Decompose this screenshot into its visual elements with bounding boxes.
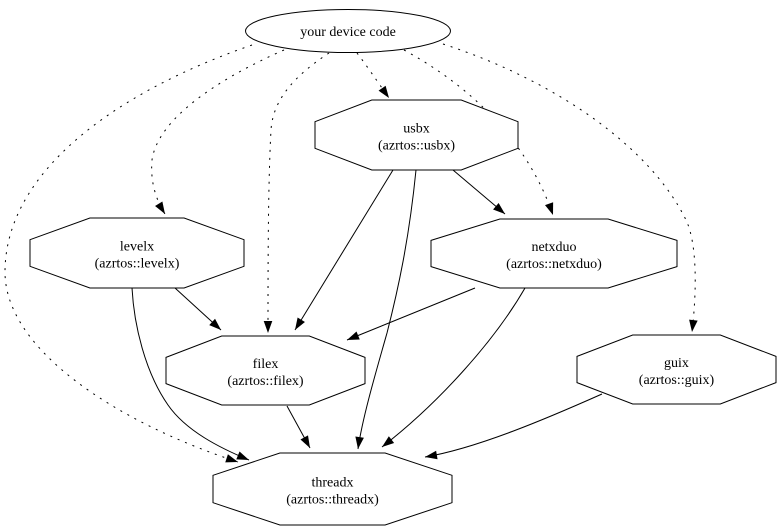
node-threadx: threadx(azrtos::threadx) xyxy=(212,452,453,526)
node-guix-octagon xyxy=(576,334,777,405)
edge-filex-threadx xyxy=(286,405,311,449)
node-levelx: levelx(azrtos::levelx) xyxy=(29,217,245,289)
node-threadx-sublabel: (azrtos::threadx) xyxy=(286,493,379,508)
node-guix-label: guix xyxy=(664,356,689,371)
edge-netxduo-threadx xyxy=(381,287,526,448)
edge-device-filex xyxy=(263,52,330,334)
node-guix-sublabel: (azrtos::guix) xyxy=(639,373,715,388)
edge-guix-threadx xyxy=(424,393,603,460)
edge-device-guix xyxy=(442,43,698,333)
edge-usbx-netxduo xyxy=(452,169,506,215)
node-filex-label: filex xyxy=(253,357,279,372)
node-filex: filex(azrtos::filex) xyxy=(165,335,366,406)
node-usbx-label: usbx xyxy=(403,122,429,137)
node-usbx: usbx(azrtos::usbx) xyxy=(314,99,519,171)
node-levelx-sublabel: (azrtos::levelx) xyxy=(95,257,180,272)
node-threadx-label: threadx xyxy=(312,476,354,491)
node-guix: guix(azrtos::guix) xyxy=(576,334,777,405)
node-netxduo-sublabel: (azrtos::netxduo) xyxy=(506,257,602,272)
edge-levelx-filex xyxy=(174,287,222,331)
node-usbx-octagon xyxy=(314,99,519,171)
node-device-label: your device code xyxy=(300,25,396,40)
node-device: your device code xyxy=(245,9,451,53)
edge-usbx-filex xyxy=(294,169,394,331)
edge-device-usbx xyxy=(356,52,390,99)
edge-levelx-threadx xyxy=(131,287,250,461)
node-filex-octagon xyxy=(165,335,366,406)
node-levelx-octagon xyxy=(29,217,245,289)
edge-netxduo-filex xyxy=(346,287,476,341)
node-levelx-label: levelx xyxy=(120,240,154,255)
node-netxduo: netxduo(azrtos::netxduo) xyxy=(430,218,678,289)
node-usbx-sublabel: (azrtos::usbx) xyxy=(378,139,455,154)
edge-usbx-threadx xyxy=(355,169,417,450)
node-netxduo-label: netxduo xyxy=(531,240,576,255)
node-threadx-octagon xyxy=(212,452,453,526)
node-netxduo-octagon xyxy=(430,218,678,289)
node-device-ellipse xyxy=(245,9,451,53)
node-filex-sublabel: (azrtos::filex) xyxy=(227,374,304,389)
edge-device-levelx xyxy=(151,49,285,215)
